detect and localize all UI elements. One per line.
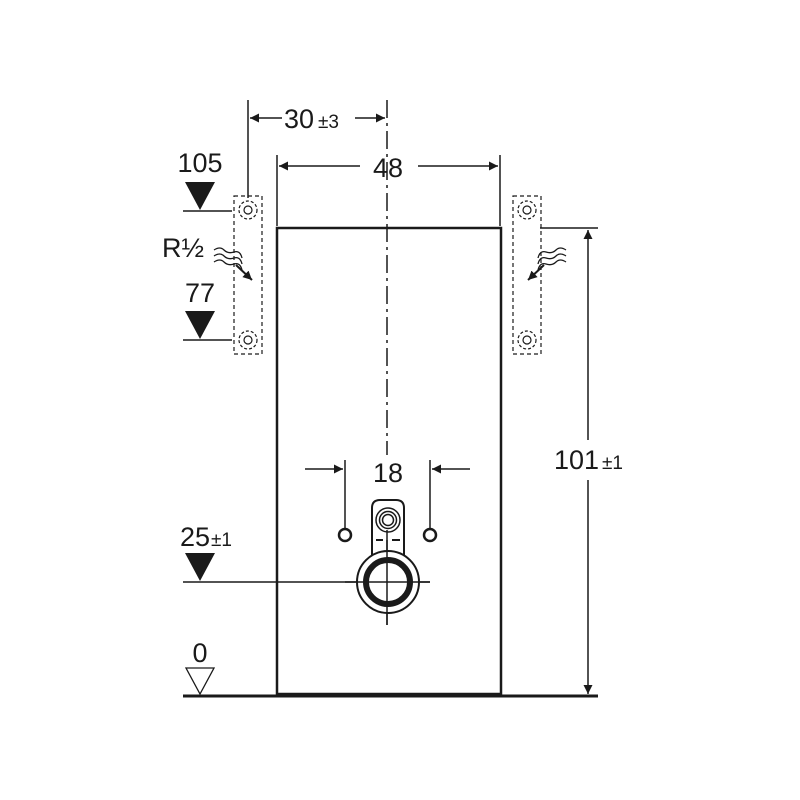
fixing-hole-left xyxy=(337,527,353,543)
fixing-hole-right xyxy=(422,527,438,543)
width-value: 48 xyxy=(373,153,403,183)
fixing-spacing-value: 18 xyxy=(373,458,403,488)
level-marker-105-icon xyxy=(185,182,215,210)
height-value: 101 xyxy=(554,445,599,475)
thread-label: R½ xyxy=(162,233,204,263)
left-bracket xyxy=(233,195,263,355)
drain-height-value: 25 xyxy=(180,522,210,552)
level-marker-25-icon xyxy=(185,553,215,581)
lower-bracket-height: 77 xyxy=(185,278,215,308)
upper-bracket-height: 105 xyxy=(177,148,222,178)
water-inlet-right-icon xyxy=(527,247,567,281)
level-marker-77-icon xyxy=(185,311,215,339)
drain-outlet xyxy=(345,540,430,625)
height-tolerance: ±1 xyxy=(602,453,623,474)
wall-offset-tolerance: ±3 xyxy=(318,112,339,133)
level-marker-0-icon xyxy=(184,667,216,696)
drain-height-tolerance: ±1 xyxy=(211,530,232,551)
floor-level-value: 0 xyxy=(192,638,207,668)
water-connection xyxy=(371,499,405,556)
water-inlet-left-icon xyxy=(213,247,253,281)
right-bracket xyxy=(512,195,542,355)
panel-outline xyxy=(275,226,503,696)
wall-offset-value: 30 xyxy=(284,104,314,134)
